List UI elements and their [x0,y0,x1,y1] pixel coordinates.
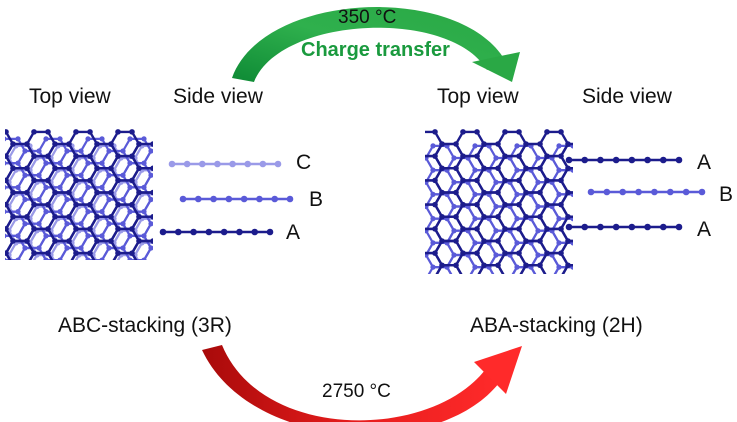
abc-side-layer-a [159,228,274,236]
left-top-view-label: Top view [29,85,111,108]
left-layer-label-c: C [296,151,312,174]
abc-side-layer-b [179,195,294,203]
abc-layer-a [5,129,153,260]
aba-layer-a [425,129,573,274]
right-top-view-label: Top view [437,85,519,108]
charge-transfer-label: Charge transfer [301,39,450,61]
right-layer-label-a-bottom: A [697,218,712,241]
right-side-view-label: Side view [582,85,672,108]
left-layer-label-b: B [309,188,324,211]
aba-stacking-label: ABA-stacking (2H) [470,314,643,337]
abc-side-view-layers [159,160,294,236]
aba-side-layer-a-bottom [565,223,683,231]
abc-stacking-label: ABC-stacking (3R) [58,314,232,337]
bottom-temperature-label: 2750 °C [322,381,391,402]
left-layer-label-a: A [286,221,301,244]
aba-side-layer-b [587,188,706,196]
top-temperature-label: 350 °C [338,7,397,28]
high-temperature-arrow [202,345,522,422]
right-layer-label-b: B [719,183,734,206]
left-side-view-label: Side view [173,85,263,108]
abc-layer-b [5,136,153,260]
aba-layer-b [425,143,573,274]
aba-top-view-lattice [425,129,573,274]
charge-transfer-arrow [232,7,520,82]
aba-side-layer-a-top [565,156,683,164]
aba-side-view-layers [565,156,706,231]
abc-side-layer-c [168,160,282,168]
right-layer-label-a-top: A [697,151,712,174]
abc-top-view-lattice [5,129,153,260]
